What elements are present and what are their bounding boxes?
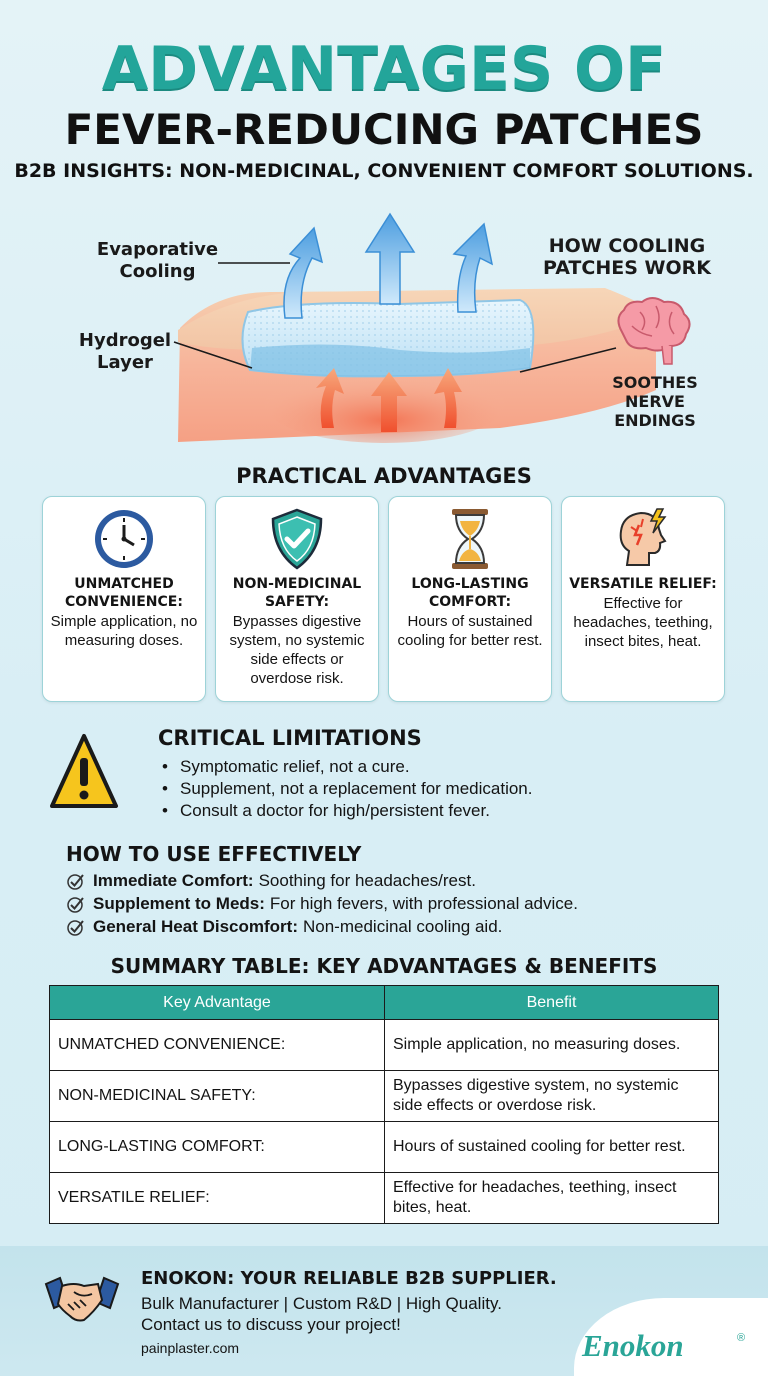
table-row: LONG-LASTING COMFORT: Hours of sustained… bbox=[49, 1121, 719, 1173]
card-text: Bypasses digestive system, no systemic s… bbox=[229, 613, 365, 687]
enokon-logo: Enokon bbox=[582, 1328, 684, 1363]
registered-mark: ® bbox=[737, 1332, 746, 1344]
advantage-cell: VERSATILE RELIEF: bbox=[49, 1172, 385, 1224]
footer-url[interactable]: painplaster.com bbox=[141, 1340, 240, 1356]
table-row: NON-MEDICINAL SAFETY: Bypasses digestive… bbox=[49, 1070, 719, 1122]
how-cooling-works-heading: HOW COOLING PATCHES WORK bbox=[543, 235, 711, 279]
advantage-cell: UNMATCHED CONVENIENCE: bbox=[49, 1019, 385, 1071]
clock-icon bbox=[95, 510, 153, 568]
check-circle-icon bbox=[67, 919, 84, 936]
title-line-2: FEVER-REDUCING PATCHES bbox=[64, 105, 704, 154]
label-soothes-nerve-endings: SOOTHES NERVE ENDINGS bbox=[612, 373, 698, 430]
table-row: UNMATCHED CONVENIENCE: Simple applicatio… bbox=[49, 1019, 719, 1071]
footer-line-1: Bulk Manufacturer | Custom R&D | High Qu… bbox=[141, 1294, 502, 1313]
column-header-benefit: Benefit bbox=[384, 985, 719, 1020]
table-row: VERSATILE RELIEF: Effective for headache… bbox=[49, 1172, 719, 1224]
card-text: Effective for headaches, teething, insec… bbox=[573, 595, 713, 650]
usage-item-label: Immediate Comfort: bbox=[93, 871, 254, 890]
cooling-diagram: Evaporative Cooling Hydrogel Layer HOW C… bbox=[0, 200, 768, 450]
patch-illustration bbox=[173, 212, 691, 443]
list-item: Immediate Comfort: Soothing for headache… bbox=[66, 869, 578, 892]
shield-check-icon bbox=[271, 508, 323, 570]
usage-item-text: Non-medicinal cooling aid. bbox=[303, 917, 503, 936]
list-item: General Heat Discomfort: Non-medicinal c… bbox=[66, 915, 578, 938]
list-item: Supplement, not a replacement for medica… bbox=[162, 778, 532, 800]
label-evaporative-cooling: Evaporative Cooling bbox=[96, 239, 219, 282]
usage-item-label: Supplement to Meds: bbox=[93, 894, 265, 913]
card-title: LONG-LASTING COMFORT: bbox=[411, 576, 529, 610]
card-text: Hours of sustained cooling for better re… bbox=[397, 613, 543, 649]
usage-list: Immediate Comfort: Soothing for headache… bbox=[66, 869, 578, 938]
check-circle-icon bbox=[67, 896, 84, 913]
footer-line-2: Contact us to discuss your project! bbox=[141, 1315, 401, 1334]
table-header-row: Key Advantage Benefit bbox=[49, 985, 719, 1020]
column-header-advantage: Key Advantage bbox=[49, 985, 385, 1020]
summary-table: Key Advantage Benefit UNMATCHED CONVENIE… bbox=[49, 985, 719, 1224]
footer-title: ENOKON: YOUR RELIABLE B2B SUPPLIER. bbox=[141, 1268, 557, 1289]
label-hydrogel-layer: Hydrogel Layer bbox=[78, 330, 172, 373]
header: ADVANTAGES OF FEVER-REDUCING PATCHES B2B… bbox=[0, 36, 768, 182]
warning-icon bbox=[50, 734, 118, 808]
benefit-cell: Simple application, no measuring doses. bbox=[384, 1019, 719, 1071]
check-circle-icon bbox=[67, 873, 84, 890]
title-line-1: ADVANTAGES OF bbox=[101, 34, 667, 104]
usage-heading: HOW TO USE EFFECTIVELY bbox=[66, 842, 362, 866]
hourglass-icon bbox=[452, 509, 488, 569]
usage-item-text: Soothing for headaches/rest. bbox=[258, 871, 476, 890]
advantage-card: NON-MEDICINAL SAFETY: Bypasses digestive… bbox=[215, 496, 379, 702]
limitations-heading: CRITICAL LIMITATIONS bbox=[158, 726, 422, 750]
card-title: NON-MEDICINAL SAFETY: bbox=[232, 576, 362, 610]
benefit-cell: Hours of sustained cooling for better re… bbox=[384, 1121, 719, 1173]
practical-advantages-heading: PRACTICAL ADVANTAGES bbox=[236, 464, 532, 488]
card-text: Simple application, no measuring doses. bbox=[50, 613, 198, 649]
handshake-icon bbox=[44, 1276, 120, 1322]
head-lightning-icon bbox=[619, 508, 667, 566]
advantages-cards: UNMATCHED CONVENIENCE: Simple applicatio… bbox=[42, 496, 726, 702]
card-title: UNMATCHED CONVENIENCE: bbox=[65, 576, 183, 610]
advantage-cell: NON-MEDICINAL SAFETY: bbox=[49, 1070, 385, 1122]
summary-table-heading: SUMMARY TABLE: KEY ADVANTAGES & BENEFITS bbox=[110, 954, 658, 978]
advantage-card: VERSATILE RELIEF: Effective for headache… bbox=[561, 496, 725, 702]
benefit-cell: Bypasses digestive system, no systemic s… bbox=[384, 1070, 719, 1122]
advantage-cell: LONG-LASTING COMFORT: bbox=[49, 1121, 385, 1173]
brain-icon bbox=[617, 297, 691, 365]
list-item: Consult a doctor for high/persistent fev… bbox=[162, 800, 532, 822]
limitations-list: Symptomatic relief, not a cure. Suppleme… bbox=[162, 756, 532, 822]
list-item: Symptomatic relief, not a cure. bbox=[162, 756, 532, 778]
advantage-card: UNMATCHED CONVENIENCE: Simple applicatio… bbox=[42, 496, 206, 702]
benefit-cell: Effective for headaches, teething, insec… bbox=[384, 1172, 719, 1224]
usage-item-label: General Heat Discomfort: bbox=[93, 917, 298, 936]
usage-item-text: For high fevers, with professional advic… bbox=[269, 894, 578, 913]
list-item: Supplement to Meds: For high fevers, wit… bbox=[66, 892, 578, 915]
card-title: VERSATILE RELIEF: bbox=[569, 576, 717, 592]
advantage-card: LONG-LASTING COMFORT: Hours of sustained… bbox=[388, 496, 552, 702]
subtitle: B2B INSIGHTS: NON-MEDICINAL, CONVENIENT … bbox=[14, 160, 754, 182]
